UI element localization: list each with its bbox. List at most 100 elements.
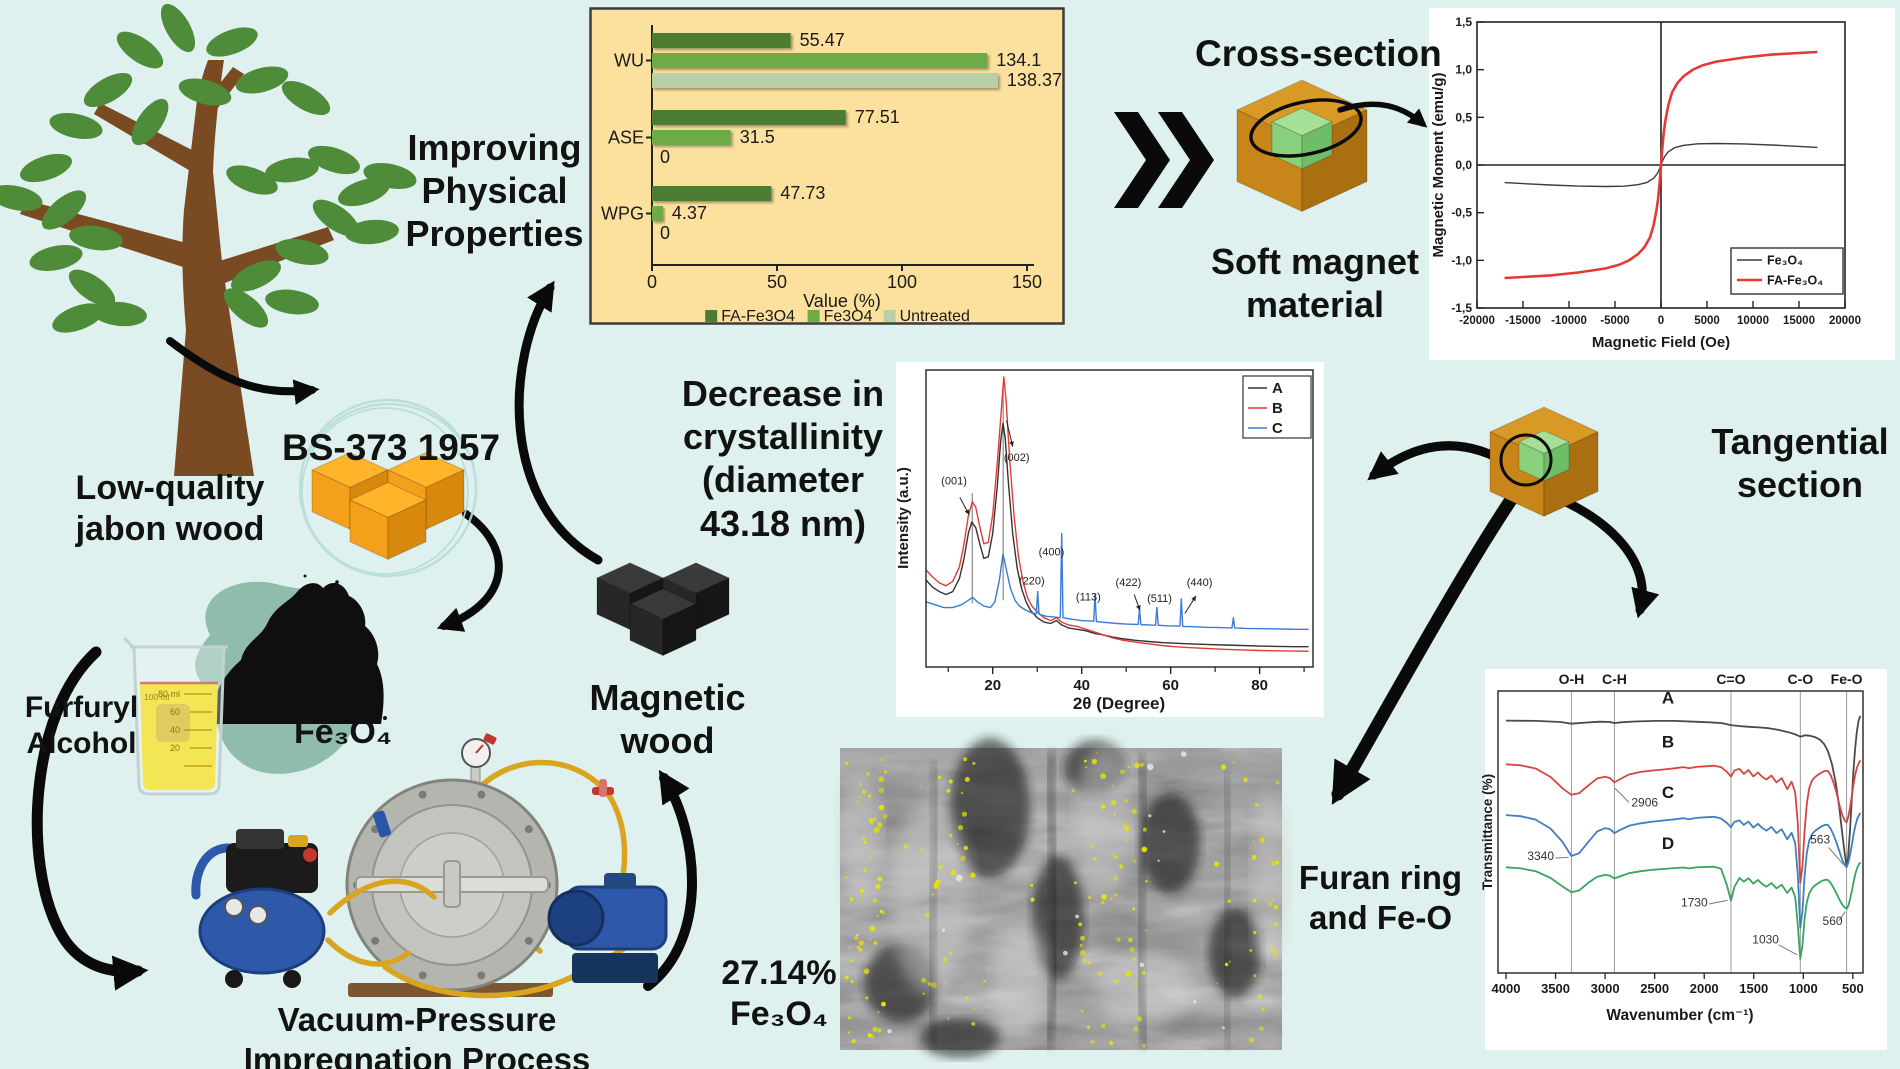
svg-text:(113): (113)	[1076, 591, 1101, 603]
svg-text:Wavenumber (cm⁻¹): Wavenumber (cm⁻¹)	[1606, 1007, 1753, 1024]
svg-text:WU: WU	[614, 51, 644, 71]
label-cross-section: Cross-section	[1195, 32, 1442, 76]
label-furfuryl-alcohol: Furfuryl Alcohol	[14, 690, 149, 762]
svg-text:100: 100	[887, 272, 917, 292]
beaker-scale-80: 80 ml	[158, 689, 180, 699]
arrow-cube-to-hysteresis	[1337, 101, 1428, 128]
svg-text:15000: 15000	[1783, 315, 1815, 327]
beaker-scale-60: 60	[170, 707, 180, 717]
svg-text:(440): (440)	[1187, 577, 1213, 589]
svg-text:77.51: 77.51	[855, 107, 900, 127]
svg-text:138.37: 138.37	[1007, 70, 1062, 90]
svg-text:2000: 2000	[1690, 981, 1719, 996]
label-low-quality-line2: jabon wood	[75, 509, 265, 548]
svg-text:1,0: 1,0	[1455, 63, 1472, 77]
label-decrease-line3: (diameter	[701, 459, 865, 501]
beaker-scale-100ml: 100 ml	[144, 692, 170, 702]
svg-text:47.73: 47.73	[780, 183, 825, 203]
svg-text:150: 150	[1012, 272, 1042, 292]
svg-text:Magnetic Moment (emu/g): Magnetic Moment (emu/g)	[1430, 72, 1447, 257]
svg-text:-10000: -10000	[1551, 315, 1587, 327]
label-fe3o4: Fe₃O₄	[293, 712, 393, 753]
label-low-quality-line1: Low-quality	[75, 469, 265, 507]
svg-text:(422): (422)	[1116, 577, 1142, 589]
label-furfuryl-line2: Alcohol	[26, 727, 137, 760]
svg-text:560: 560	[1823, 914, 1843, 928]
furfuryl-alcohol-beaker: 80 ml 60 40 20 100 ml	[122, 636, 228, 796]
svg-text:2θ (Degree): 2θ (Degree)	[1073, 694, 1165, 713]
svg-text:(001): (001)	[941, 475, 967, 487]
svg-text:A: A	[1662, 689, 1674, 708]
svg-text:1500: 1500	[1739, 981, 1768, 996]
arrow-wood-to-barchart	[514, 280, 603, 565]
svg-text:B: B	[1272, 400, 1283, 417]
svg-text:B: B	[1662, 732, 1674, 751]
svg-text:500: 500	[1842, 981, 1864, 996]
svg-text:2500: 2500	[1640, 981, 1669, 996]
tangential-section-cube	[1489, 406, 1599, 517]
svg-text:4.37: 4.37	[672, 203, 707, 223]
label-bs-standard-text: BS-373 1957	[282, 427, 501, 468]
svg-text:-5000: -5000	[1600, 315, 1629, 327]
label-vacuum-pressure-process: Vacuum-Pressure Impregnation Process	[217, 1000, 617, 1069]
label-tangential-line2: section	[1736, 464, 1864, 506]
svg-text:-1,0: -1,0	[1451, 253, 1472, 267]
label-vacuum-line1: Vacuum-Pressure	[277, 1001, 557, 1038]
label-low-quality-jabon-wood: Low-quality jabon wood	[25, 468, 315, 550]
svg-text:(220): (220)	[1019, 575, 1045, 587]
label-soft-magnet-line1: Soft magnet	[1210, 241, 1419, 282]
magnetic-wood-cubes	[596, 562, 730, 656]
svg-text:31.5: 31.5	[740, 127, 775, 147]
svg-text:3000: 3000	[1591, 981, 1620, 996]
label-decrease-line2: crystallinity	[682, 416, 884, 458]
label-improving-line1: Improving	[407, 127, 582, 168]
svg-text:FA-Fe₃O₄: FA-Fe₃O₄	[1767, 274, 1823, 288]
svg-text:0: 0	[1658, 315, 1664, 327]
svg-text:55.47: 55.47	[800, 30, 845, 50]
label-furfuryl-line1: Furfuryl	[24, 691, 139, 724]
svg-text:Value (%): Value (%)	[803, 291, 881, 311]
svg-text:Transmittance (%): Transmittance (%)	[1480, 774, 1495, 890]
svg-text:O-H: O-H	[1559, 671, 1585, 687]
beaker-scale-40: 40	[170, 725, 180, 735]
svg-text:4000: 4000	[1492, 981, 1521, 996]
svg-text:Magnetic Field (Oe): Magnetic Field (Oe)	[1592, 334, 1730, 351]
svg-text:C-O: C-O	[1787, 671, 1813, 687]
svg-text:0,5: 0,5	[1455, 110, 1472, 124]
label-improving-physical-properties: Improving Physical Properties	[402, 126, 587, 256]
double-chevron-icon	[1114, 112, 1214, 208]
svg-text:60: 60	[1162, 677, 1179, 694]
sem-edx-image	[838, 738, 1288, 1058]
svg-text:3500: 3500	[1541, 981, 1570, 996]
label-soft-magnet-line2: material	[1245, 284, 1385, 326]
svg-text:Fe-O: Fe-O	[1831, 671, 1863, 687]
label-magnetic-wood-line2: wood	[620, 720, 715, 762]
svg-text:-0,5: -0,5	[1451, 206, 1472, 220]
tree-leaves	[0, 3, 417, 333]
svg-text:(002): (002)	[1004, 452, 1030, 464]
svg-text:1030: 1030	[1752, 932, 1779, 946]
svg-text:1730: 1730	[1681, 896, 1708, 910]
label-fe-pct-line2: Fe₃O₄	[729, 994, 829, 1033]
label-vacuum-line2: Impregnation Process	[243, 1040, 591, 1069]
svg-text:C: C	[1662, 783, 1674, 802]
svg-text:D: D	[1662, 834, 1674, 853]
label-improving-line3: Properties	[405, 213, 584, 255]
label-furan-line1: Furan ring	[1298, 859, 1463, 896]
svg-text:50: 50	[767, 272, 787, 292]
svg-text:FA-Fe3O4: FA-Fe3O4	[721, 308, 795, 325]
svg-text:(511): (511)	[1147, 593, 1172, 605]
svg-text:20: 20	[984, 677, 1001, 694]
svg-text:0: 0	[660, 223, 670, 243]
svg-text:Fe₃O₄: Fe₃O₄	[1767, 254, 1803, 268]
svg-text:80: 80	[1251, 677, 1268, 694]
svg-text:10000: 10000	[1737, 315, 1769, 327]
svg-text:0: 0	[660, 147, 670, 167]
label-tangential-section: Tangential section	[1700, 420, 1900, 506]
label-fe3o4-text: Fe₃O₄	[293, 713, 393, 751]
wood-specimen-cubes	[298, 398, 478, 578]
